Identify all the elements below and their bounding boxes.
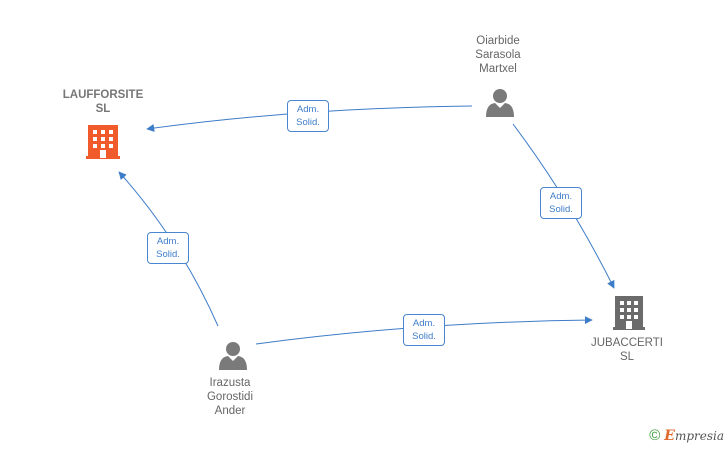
oiarbide-person-icon[interactable]	[486, 89, 514, 117]
laufforsite-label[interactable]: LAUFFORSITE SL	[62, 89, 144, 115]
copyright-icon: ©	[649, 427, 661, 444]
brand-name: Empresia	[664, 427, 724, 444]
edge-label-oiarbide-laufforsite: Adm. Solid.	[287, 100, 329, 132]
jubaccerti-label[interactable]: JUBACCERTI SL	[591, 337, 663, 363]
edge-label-irazusta-jubaccerti: Adm. Solid.	[403, 314, 445, 346]
edge-label-oiarbide-jubaccerti: Adm. Solid.	[540, 187, 582, 219]
empresia-logo: © Empresia	[649, 427, 724, 444]
laufforsite-building-icon[interactable]	[86, 125, 120, 159]
irazusta-label[interactable]: Irazusta Gorostidi Ander	[206, 377, 254, 417]
edge-label-irazusta-laufforsite: Adm. Solid.	[147, 232, 189, 264]
jubaccerti-building-icon[interactable]	[613, 296, 645, 330]
irazusta-person-icon[interactable]	[219, 342, 247, 370]
oiarbide-label[interactable]: Oiarbide Sarasola Martxel	[475, 35, 521, 75]
